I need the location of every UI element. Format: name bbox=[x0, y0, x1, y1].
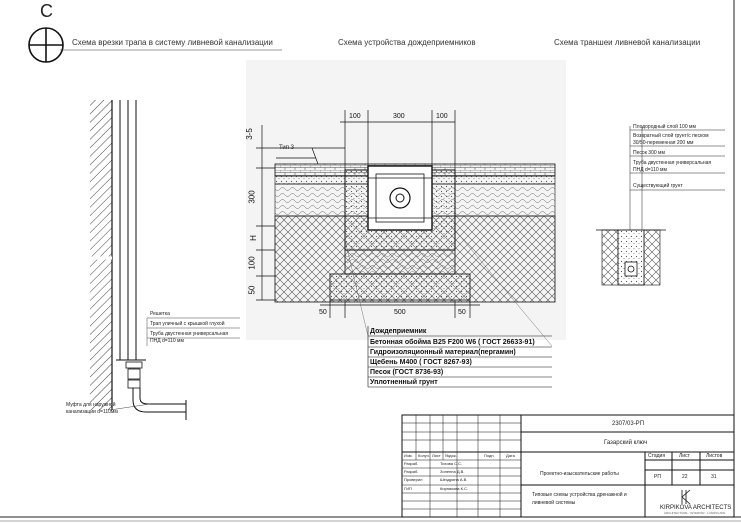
person-name-4: Кирпикова К.С. bbox=[440, 486, 469, 491]
col-podp: Подп. bbox=[484, 453, 495, 458]
dim-bottom-1: 50 bbox=[319, 309, 327, 316]
left-wall bbox=[90, 100, 113, 410]
company-name: KIRPIKOVA ARCHITECTS bbox=[660, 505, 732, 511]
header-center: Схема устройства дождеприемников bbox=[338, 38, 476, 47]
dim-left-1: 3-5 bbox=[244, 128, 254, 140]
stage-title: Проектно-изыскательские работы bbox=[540, 471, 619, 477]
dim-left-4: 100 bbox=[247, 256, 257, 270]
header-left: Схема врезки трапа в систему ливневой ка… bbox=[72, 38, 273, 47]
trench-label-lines bbox=[629, 126, 725, 230]
trench-label-1: Плодородный слой 100 мм bbox=[633, 124, 696, 130]
person-name-1: Тихова С.С. bbox=[440, 461, 463, 466]
person-role-3: Проверил bbox=[404, 477, 423, 482]
trench-label-5: Труба двустенная универсальная bbox=[633, 160, 712, 166]
company-sub: ARCHITECTURE · INTERIOR · LANDSCAPE bbox=[664, 511, 726, 515]
trench-label-3: 30/50-переменная 200 мм bbox=[633, 140, 694, 146]
company-logo-icon bbox=[681, 489, 691, 505]
dim-bottom-2: 500 bbox=[394, 309, 406, 316]
col-ndoc: №док. bbox=[445, 453, 457, 458]
dim-top-2: 300 bbox=[393, 113, 405, 120]
dim-left-3: Н bbox=[248, 235, 258, 241]
legend-item-2: Гидроизоляционный материал(пергамин) bbox=[370, 349, 516, 356]
legend-item-5: Уплотненный грунт bbox=[370, 379, 438, 386]
sheet-letter: С bbox=[40, 1, 53, 21]
person-role-2: Разраб. bbox=[404, 469, 419, 474]
label-trap: Трап уличный с крышкой глухой bbox=[150, 321, 225, 327]
legend-box bbox=[367, 326, 552, 388]
header-right: Схема траншеи ливневой канализации bbox=[554, 38, 701, 47]
downpipe bbox=[116, 100, 187, 420]
trench-label-7: Существующий грунт bbox=[633, 183, 683, 189]
trench-label-4: Песок 300 мм bbox=[633, 150, 665, 156]
label-coupling-1: Муфта для наружной bbox=[66, 402, 116, 408]
stage-value: РП bbox=[654, 474, 661, 480]
legend-item-1: Бетонная обойма В25 F200 W6 ( ГОСТ 26633… bbox=[370, 339, 535, 346]
label-grate: Решетка bbox=[150, 311, 170, 317]
sheets-value: 31 bbox=[711, 474, 717, 480]
label-pipe: Труба двустенная универсальная bbox=[150, 331, 229, 337]
dim-bottom-3: 50 bbox=[458, 309, 466, 316]
doc-code: 2307/03-РП bbox=[612, 421, 645, 427]
sheet-head: Лист bbox=[679, 453, 690, 459]
person-name-3: Шездрина А.В. bbox=[440, 477, 468, 482]
col-koluch: Колуч. bbox=[418, 453, 430, 458]
sheet-title: Типовые схемы устройства дренажной и лив… bbox=[532, 492, 627, 506]
stage-head: Стадия bbox=[648, 453, 666, 459]
dim-left-2: 300 bbox=[247, 190, 257, 204]
rain-inlet bbox=[367, 165, 433, 231]
trench-label-2: Возвратный слой грунт/с песком bbox=[633, 133, 709, 139]
gravel-bed bbox=[344, 249, 456, 275]
legend-item-3: Щебень М400 ( ГОСТ 8267-93) bbox=[370, 359, 472, 366]
sheets-head: Листов bbox=[706, 453, 723, 459]
col-izm: Изм. bbox=[404, 453, 413, 458]
trench-label-6: ПНД d=110 мм bbox=[633, 167, 667, 173]
title-block-grid bbox=[401, 414, 735, 518]
legend-item-4: Песок (ГОСТ 8736-93) bbox=[370, 369, 444, 376]
label-coupling-2: канализации d=110мм bbox=[66, 409, 118, 415]
dim-top-1: 100 bbox=[349, 113, 361, 120]
sheet-value: 22 bbox=[682, 474, 688, 480]
person-name-2: Зоненна Д.В. bbox=[440, 469, 465, 474]
col-list: Лист bbox=[432, 453, 441, 458]
tile-label: Тип 3 bbox=[279, 145, 295, 151]
label-pipe-diam: ПНД d=110 мм bbox=[150, 338, 184, 344]
trench-section bbox=[596, 229, 666, 286]
legend-title: Дождеприемник bbox=[370, 328, 427, 335]
project-name: Газарский ключ bbox=[604, 440, 648, 446]
dim-left-5: 50 bbox=[247, 285, 257, 295]
dim-top-3: 100 bbox=[436, 113, 448, 120]
person-role-4: ГИП bbox=[404, 486, 412, 491]
person-role-1: Разраб. bbox=[404, 461, 419, 466]
crosshair-symbol bbox=[28, 27, 64, 63]
col-date: Дата bbox=[506, 453, 515, 458]
